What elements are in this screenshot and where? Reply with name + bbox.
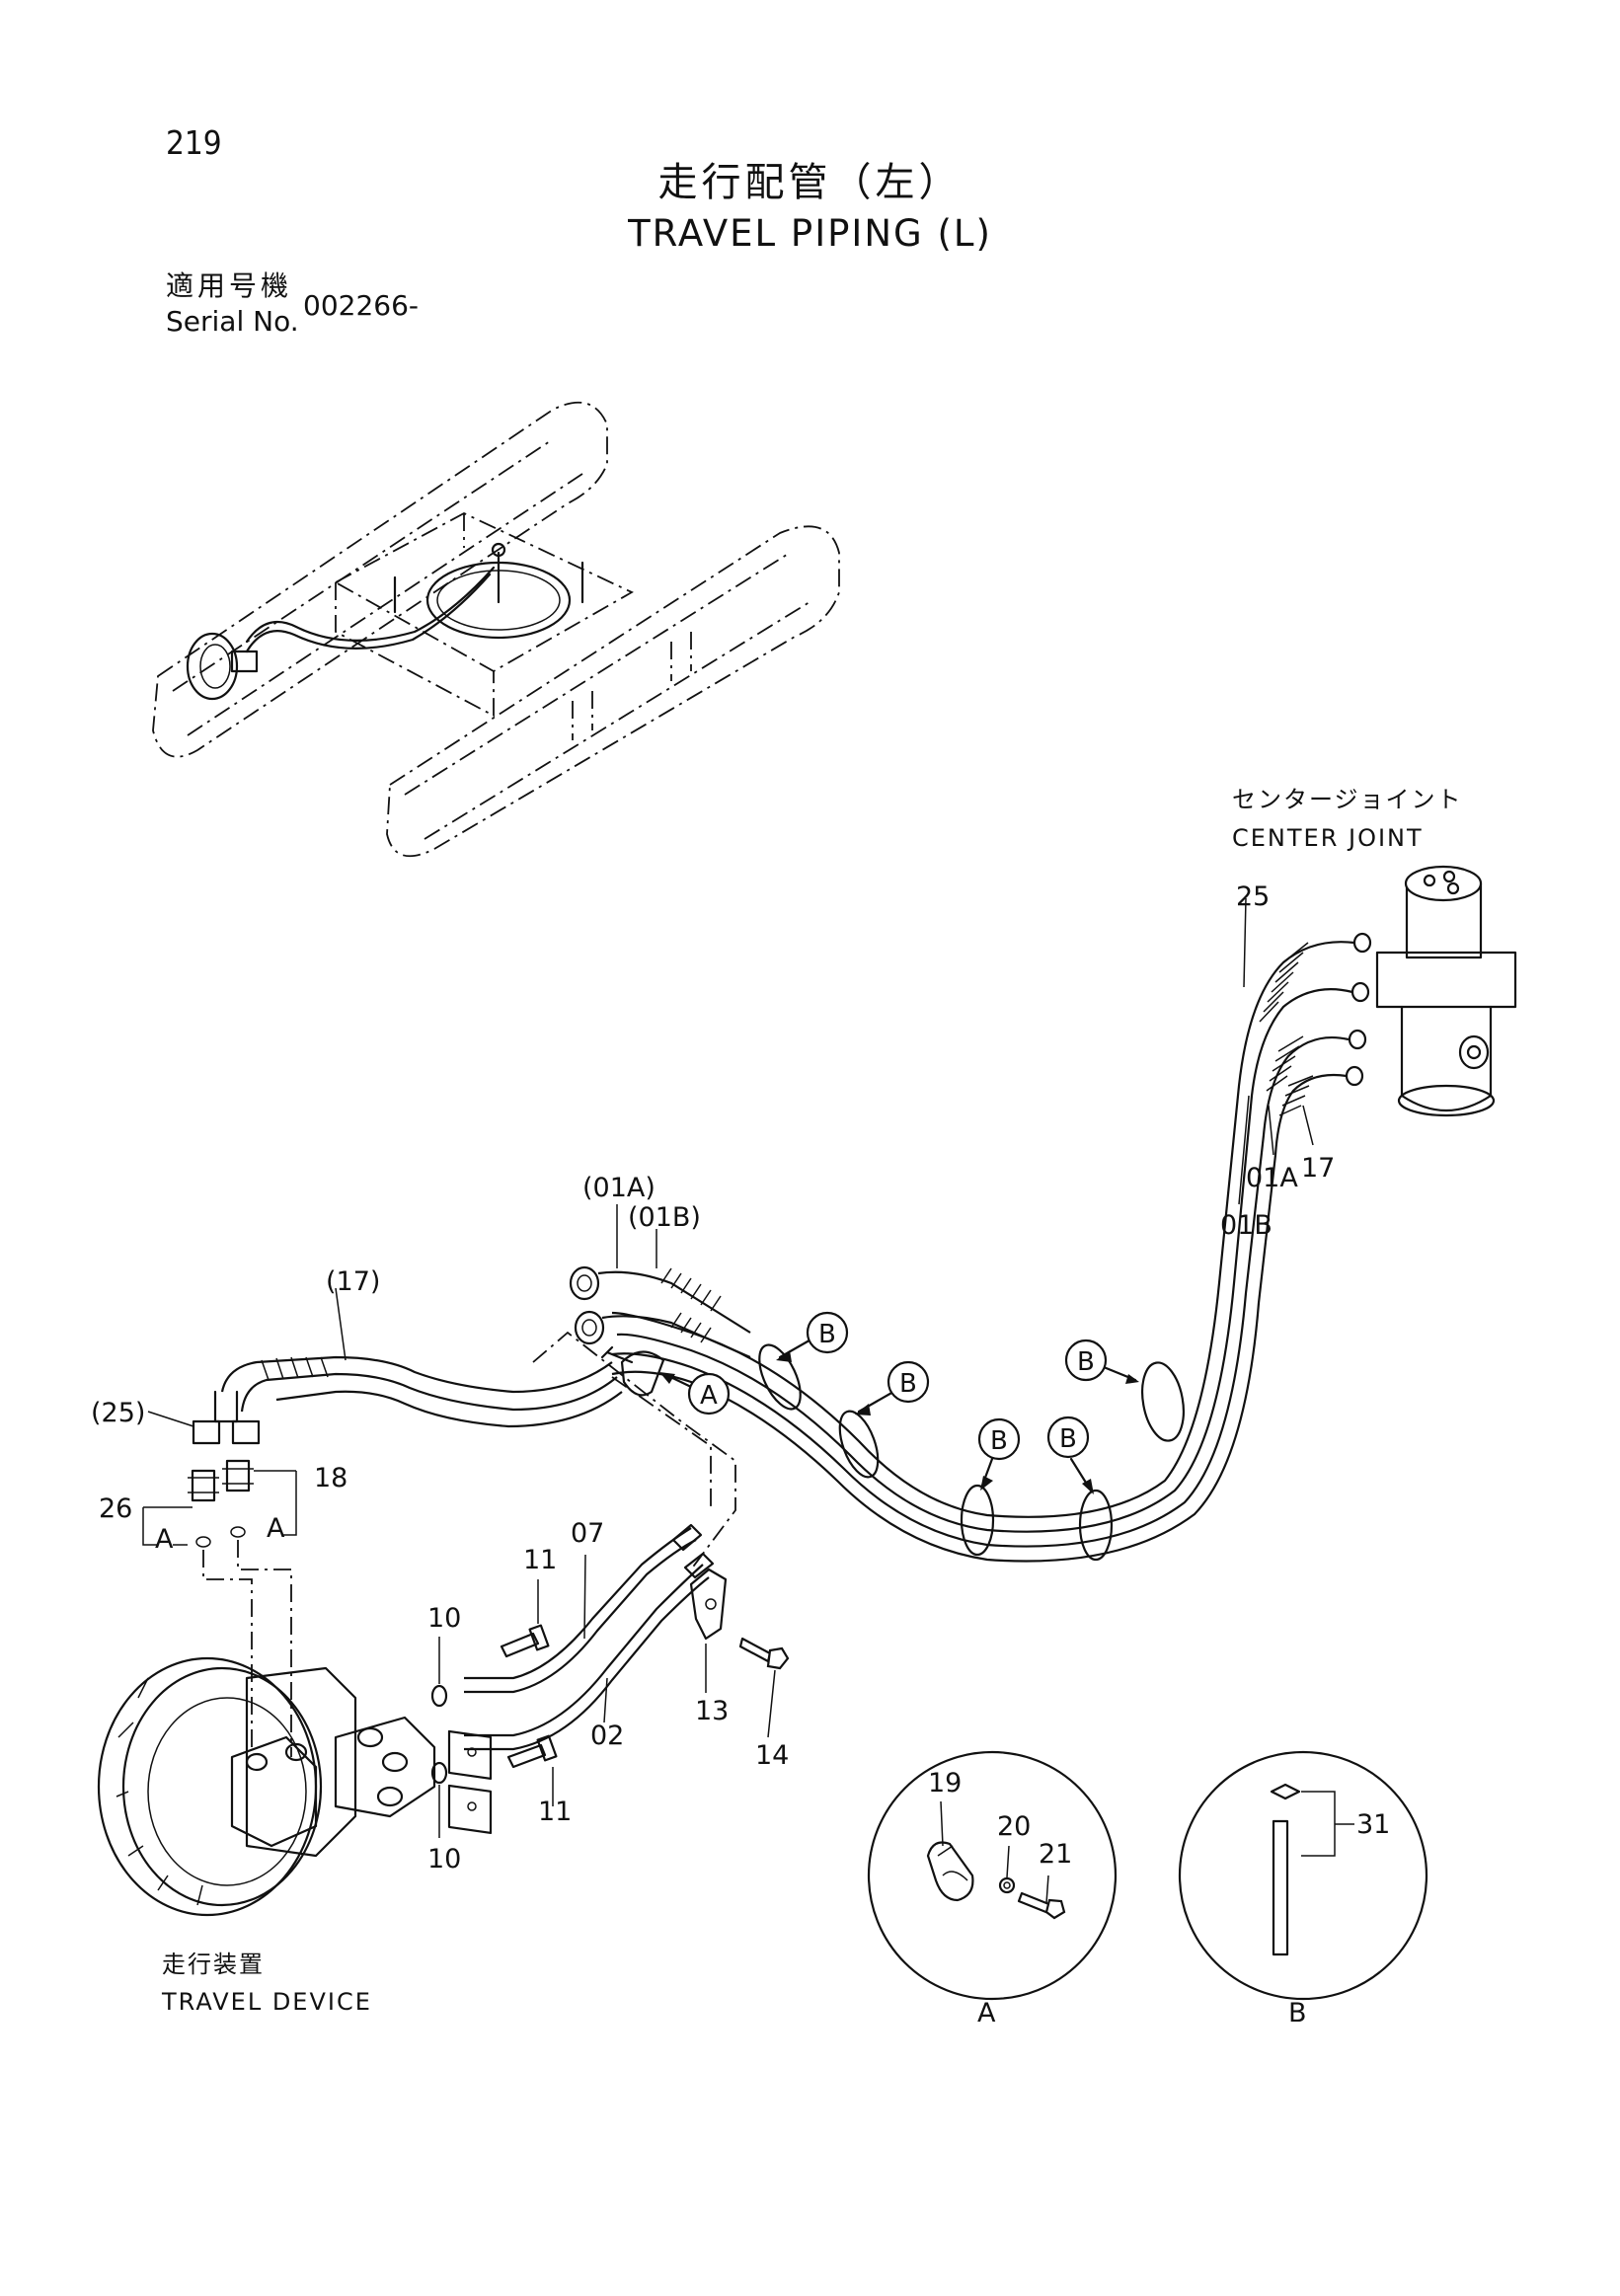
page-number: 219 bbox=[166, 123, 222, 162]
part-label-11-top: 11 bbox=[523, 1545, 558, 1575]
part-label-19: 19 bbox=[928, 1768, 963, 1799]
part-label-10-top: 10 bbox=[427, 1603, 462, 1634]
travel-device-caption-jp: 走行装置 bbox=[162, 1951, 265, 1978]
part-label-13: 13 bbox=[695, 1696, 730, 1726]
travel-device-caption-en: TRAVEL DEVICE bbox=[162, 1988, 372, 2016]
part-label-01b-ref: (01B) bbox=[628, 1202, 701, 1233]
serial-value: 002266- bbox=[303, 289, 419, 322]
detail-a bbox=[867, 1750, 1118, 2001]
detail-a-label: A bbox=[977, 1998, 996, 2028]
part-label-10-bottom: 10 bbox=[427, 1844, 462, 1875]
part-label-02: 02 bbox=[590, 1721, 625, 1751]
hose-sleeve-25 bbox=[1259, 942, 1309, 1023]
hose-sleeve-17 bbox=[1278, 1075, 1314, 1116]
callout-b-label-1: B bbox=[818, 1320, 836, 1349]
callout-b-5 bbox=[1064, 1339, 1139, 1384]
part-label-14: 14 bbox=[755, 1740, 790, 1771]
part-label-17-ref: (17) bbox=[326, 1266, 381, 1297]
part-label-20: 20 bbox=[997, 1811, 1032, 1842]
callout-b-4 bbox=[1046, 1416, 1094, 1494]
left-hoses bbox=[142, 1204, 751, 1757]
detail-b-label: B bbox=[1288, 1998, 1307, 2028]
center-joint bbox=[1345, 865, 1517, 1117]
part-label-11-bottom: 11 bbox=[538, 1797, 573, 1827]
part-label-01b: 01B bbox=[1220, 1210, 1273, 1241]
pipes-07-02 bbox=[430, 1523, 790, 1838]
center-joint-caption-en: CENTER JOINT bbox=[1232, 824, 1424, 852]
part-label-07: 07 bbox=[571, 1518, 605, 1549]
part-label-31: 31 bbox=[1356, 1809, 1391, 1840]
part-label-21: 21 bbox=[1039, 1839, 1073, 1870]
page-title-jp: 走行配管（左） bbox=[657, 160, 963, 205]
callout-b-label-2: B bbox=[899, 1369, 917, 1399]
callout-b-1 bbox=[776, 1311, 849, 1362]
travel-device bbox=[97, 1656, 436, 1917]
serial-label-en: Serial No. bbox=[166, 305, 299, 338]
serial-label-jp: 適用号機 bbox=[166, 269, 293, 302]
part-label-17: 17 bbox=[1301, 1153, 1336, 1184]
part-label-18: 18 bbox=[314, 1463, 348, 1493]
undercarriage-overview bbox=[152, 401, 840, 858]
part-label-a-left: A bbox=[155, 1524, 174, 1555]
part-label-01a-ref: (01A) bbox=[582, 1173, 656, 1203]
callout-b-label-3: B bbox=[990, 1426, 1008, 1456]
detail-b bbox=[1178, 1750, 1428, 2001]
hose-sleeve-01a bbox=[1266, 1035, 1304, 1092]
hose-bundle bbox=[611, 897, 1355, 1563]
callout-a-label: A bbox=[700, 1381, 718, 1411]
callout-b-label-4: B bbox=[1059, 1424, 1077, 1454]
part-label-26: 26 bbox=[99, 1493, 133, 1524]
callout-b-label-5: B bbox=[1077, 1347, 1095, 1377]
part-label-25-ref: (25) bbox=[91, 1398, 146, 1428]
center-joint-caption-jp: センタージョイント bbox=[1232, 786, 1463, 813]
page-title-en: TRAVEL PIPING (L) bbox=[628, 212, 992, 255]
part-label-a-right: A bbox=[267, 1513, 285, 1544]
part-label-25: 25 bbox=[1236, 881, 1271, 912]
callout-b-3 bbox=[977, 1417, 1021, 1491]
callout-a bbox=[659, 1372, 731, 1416]
callout-b-2 bbox=[855, 1360, 930, 1416]
